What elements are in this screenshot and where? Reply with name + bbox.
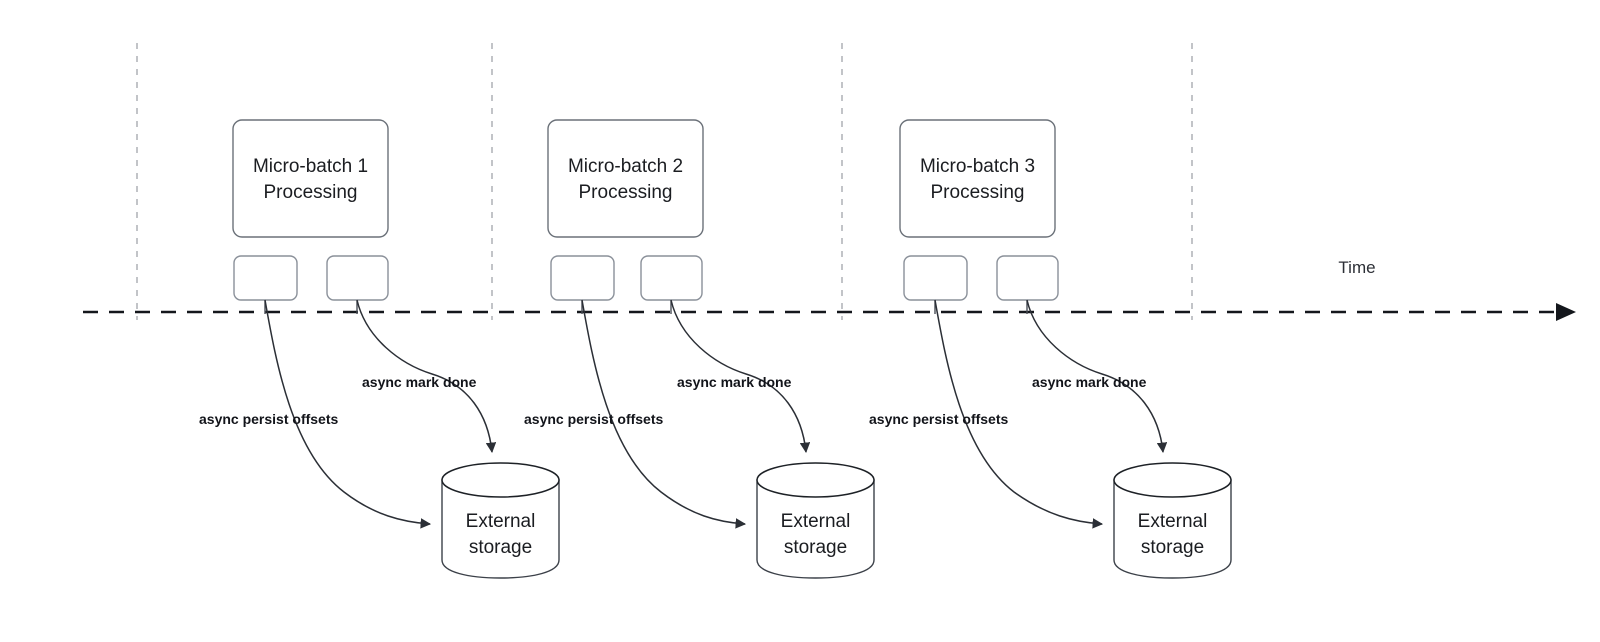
- external-storage-3[interactable]: External storage: [1113, 462, 1232, 579]
- edge-persist-offsets-2: [581, 299, 747, 529]
- edge-persist-offsets-3: [934, 299, 1104, 529]
- micro-batch-2-box[interactable]: Micro-batch 2 Processing: [547, 119, 704, 238]
- micro-batch-3-rect[interactable]: [899, 119, 1056, 238]
- external-storage-2-label-line1: External: [781, 511, 851, 532]
- edge-mark-done-2: [670, 299, 811, 454]
- edge-mark-done-3-label: async mark done: [1032, 374, 1147, 390]
- micro-batch-3-label-line2: Processing: [931, 182, 1025, 203]
- group-1: Micro-batch 1 Processing async persist o…: [199, 119, 560, 579]
- external-storage-2-label-line2: storage: [784, 537, 847, 558]
- edge-persist-offsets-1: [264, 299, 432, 529]
- group-3: Micro-batch 3 Processing async persist o…: [869, 119, 1232, 579]
- group-2: Micro-batch 2 Processing async persist o…: [524, 119, 875, 579]
- external-storage-1[interactable]: External storage: [441, 462, 560, 579]
- slot-persist-2[interactable]: [550, 255, 615, 301]
- slot-markdone-1[interactable]: [326, 255, 389, 301]
- edge-persist-offsets-2-label: async persist offsets: [524, 411, 663, 427]
- external-storage-1-top: [441, 462, 560, 498]
- micro-batch-3-label-line1: Micro-batch 3: [920, 156, 1035, 177]
- micro-batch-3-box[interactable]: Micro-batch 3 Processing: [899, 119, 1056, 238]
- time-axis-label: Time: [1338, 258, 1375, 277]
- timeline-axis: Time: [83, 258, 1576, 321]
- external-storage-2-top: [756, 462, 875, 498]
- edge-mark-done-1: [356, 299, 497, 454]
- external-storage-1-label-line1: External: [466, 511, 536, 532]
- micro-batch-2-label-line2: Processing: [579, 182, 673, 203]
- edge-persist-offsets-1-label: async persist offsets: [199, 411, 338, 427]
- micro-batch-1-rect[interactable]: [232, 119, 389, 238]
- external-storage-1-body[interactable]: [441, 479, 560, 579]
- external-storage-2[interactable]: External storage: [756, 462, 875, 579]
- micro-batch-1-label-line2: Processing: [264, 182, 358, 203]
- micro-batch-1-box[interactable]: Micro-batch 1 Processing: [232, 119, 389, 238]
- external-storage-3-label-line2: storage: [1141, 537, 1204, 558]
- external-storage-3-top: [1113, 462, 1232, 498]
- timeline-arrowhead: [1556, 303, 1576, 321]
- micro-batch-2-label-line1: Micro-batch 2: [568, 156, 683, 177]
- micro-batch-2-rect[interactable]: [547, 119, 704, 238]
- slot-markdone-3[interactable]: [996, 255, 1059, 301]
- external-storage-3-label-line1: External: [1138, 511, 1208, 532]
- edge-mark-done-3: [1026, 299, 1168, 454]
- slot-persist-3[interactable]: [903, 255, 968, 301]
- edge-mark-done-2-label: async mark done: [677, 374, 792, 390]
- slot-persist-1[interactable]: [233, 255, 298, 301]
- edge-mark-done-1-label: async mark done: [362, 374, 477, 390]
- slot-markdone-2[interactable]: [640, 255, 703, 301]
- micro-batch-1-label-line1: Micro-batch 1: [253, 156, 368, 177]
- external-storage-2-body[interactable]: [756, 479, 875, 579]
- edge-persist-offsets-3-label: async persist offsets: [869, 411, 1008, 427]
- external-storage-3-body[interactable]: [1113, 479, 1232, 579]
- external-storage-1-label-line2: storage: [469, 537, 532, 558]
